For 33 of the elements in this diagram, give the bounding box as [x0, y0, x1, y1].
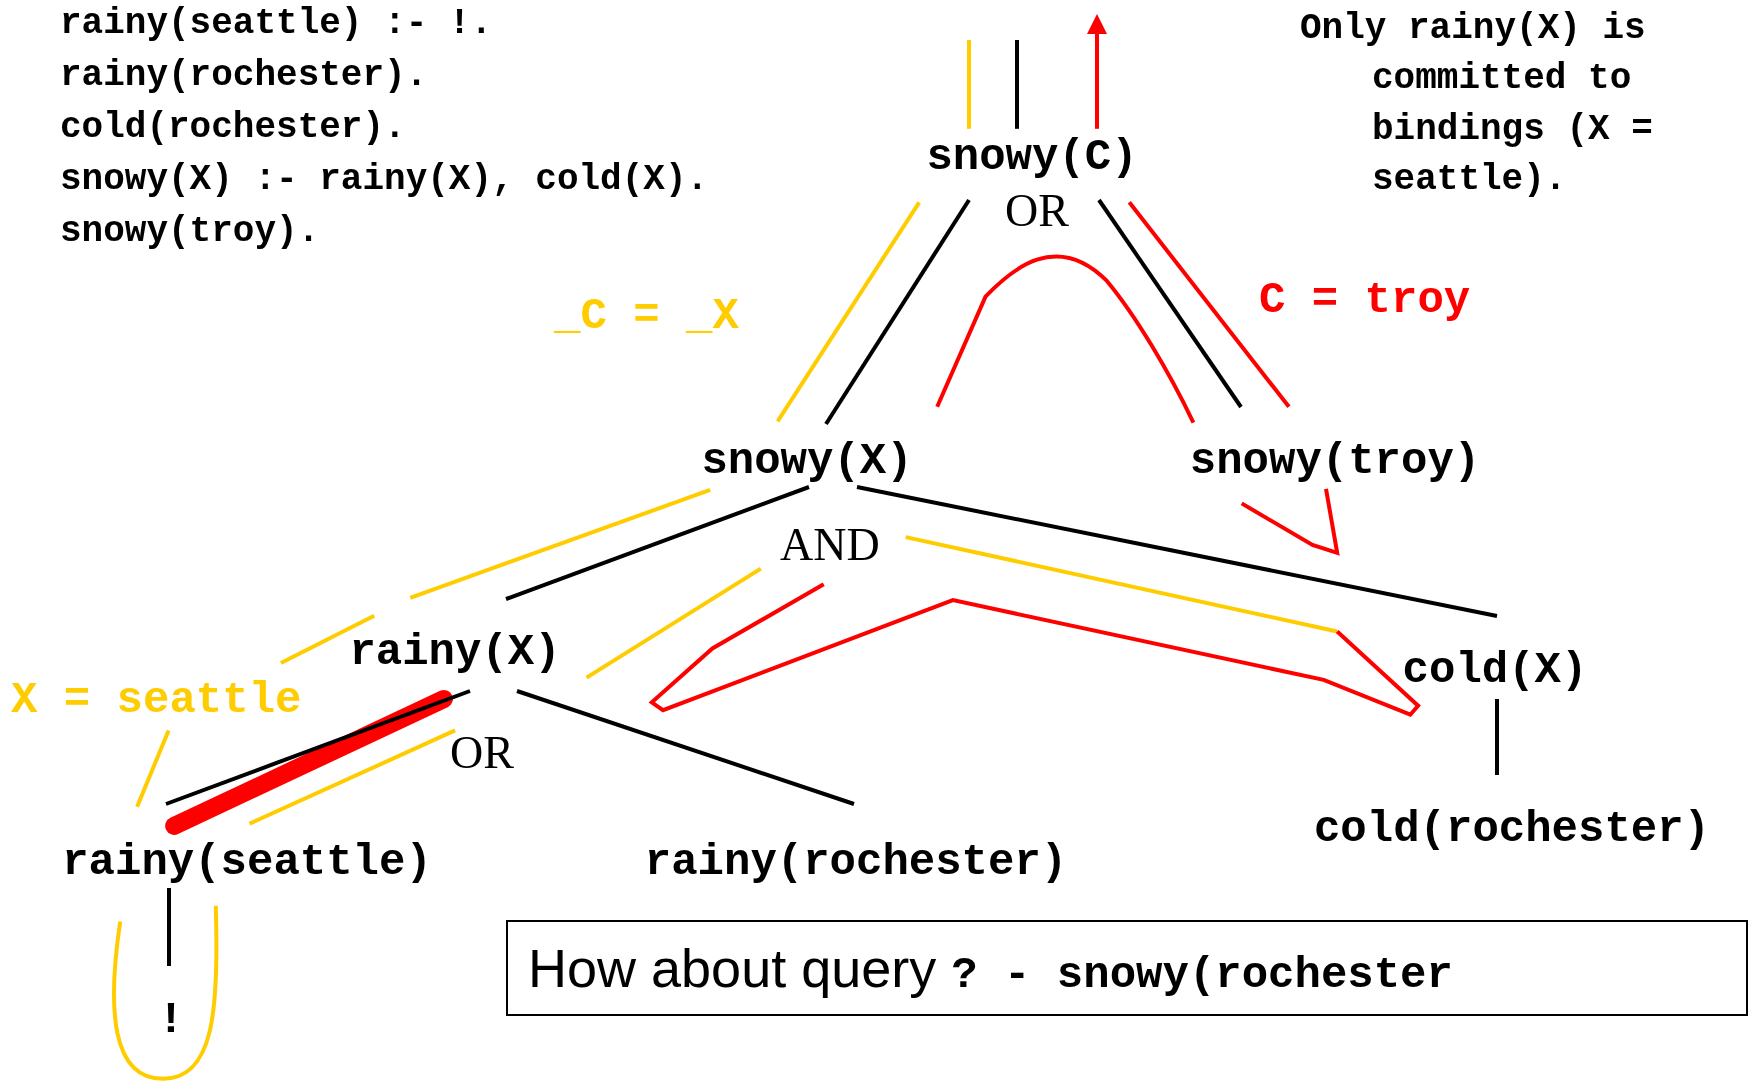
goal-text: cold(X)	[1402, 645, 1588, 695]
operator-label: AND	[780, 520, 880, 571]
goal-text: snowy(X)	[701, 436, 913, 486]
connector-line	[505, 485, 810, 601]
connector-line	[824, 198, 971, 426]
connector-line	[1097, 198, 1243, 409]
binding-label: _C = _X	[554, 292, 739, 341]
connector-line	[856, 485, 1498, 618]
goal-text: cold(rochester)	[1313, 804, 1711, 854]
goal-text: snowy(troy)	[1189, 436, 1481, 486]
note-text: Only rainy(X) is committed to bindings (X = seattle).	[1300, 7, 1654, 203]
code-line: snowy(troy).	[60, 212, 320, 252]
connector-line	[516, 689, 855, 806]
operator-label: OR	[450, 728, 514, 779]
connector-line	[165, 689, 471, 806]
connector-line	[967, 40, 971, 129]
code-line: snowy(X) :- rainy(X), cold(X).	[60, 160, 709, 200]
connector-line	[1087, 14, 1107, 129]
code-line: cold(rochester).	[60, 108, 406, 148]
query-box: How about query ? - snowy(rochester	[506, 920, 1748, 1016]
code-line: rainy(seattle) :- !.	[60, 4, 493, 44]
goal-text: rainy(rochester)	[644, 837, 1068, 887]
connector-line	[167, 888, 171, 966]
code-line: rainy(rochester).	[60, 56, 428, 96]
goal-text: rainy(seattle)	[62, 837, 432, 887]
operator-label: OR	[1005, 186, 1069, 237]
binding-label: C = troy	[1259, 276, 1471, 325]
connector-line	[1015, 40, 1019, 129]
goal-text: rainy(X)	[349, 627, 561, 677]
binding-label: X = seattle	[11, 676, 302, 725]
goal-text: !	[157, 995, 185, 1045]
connector-line	[1495, 699, 1499, 775]
goal-text: snowy(C)	[926, 132, 1138, 182]
